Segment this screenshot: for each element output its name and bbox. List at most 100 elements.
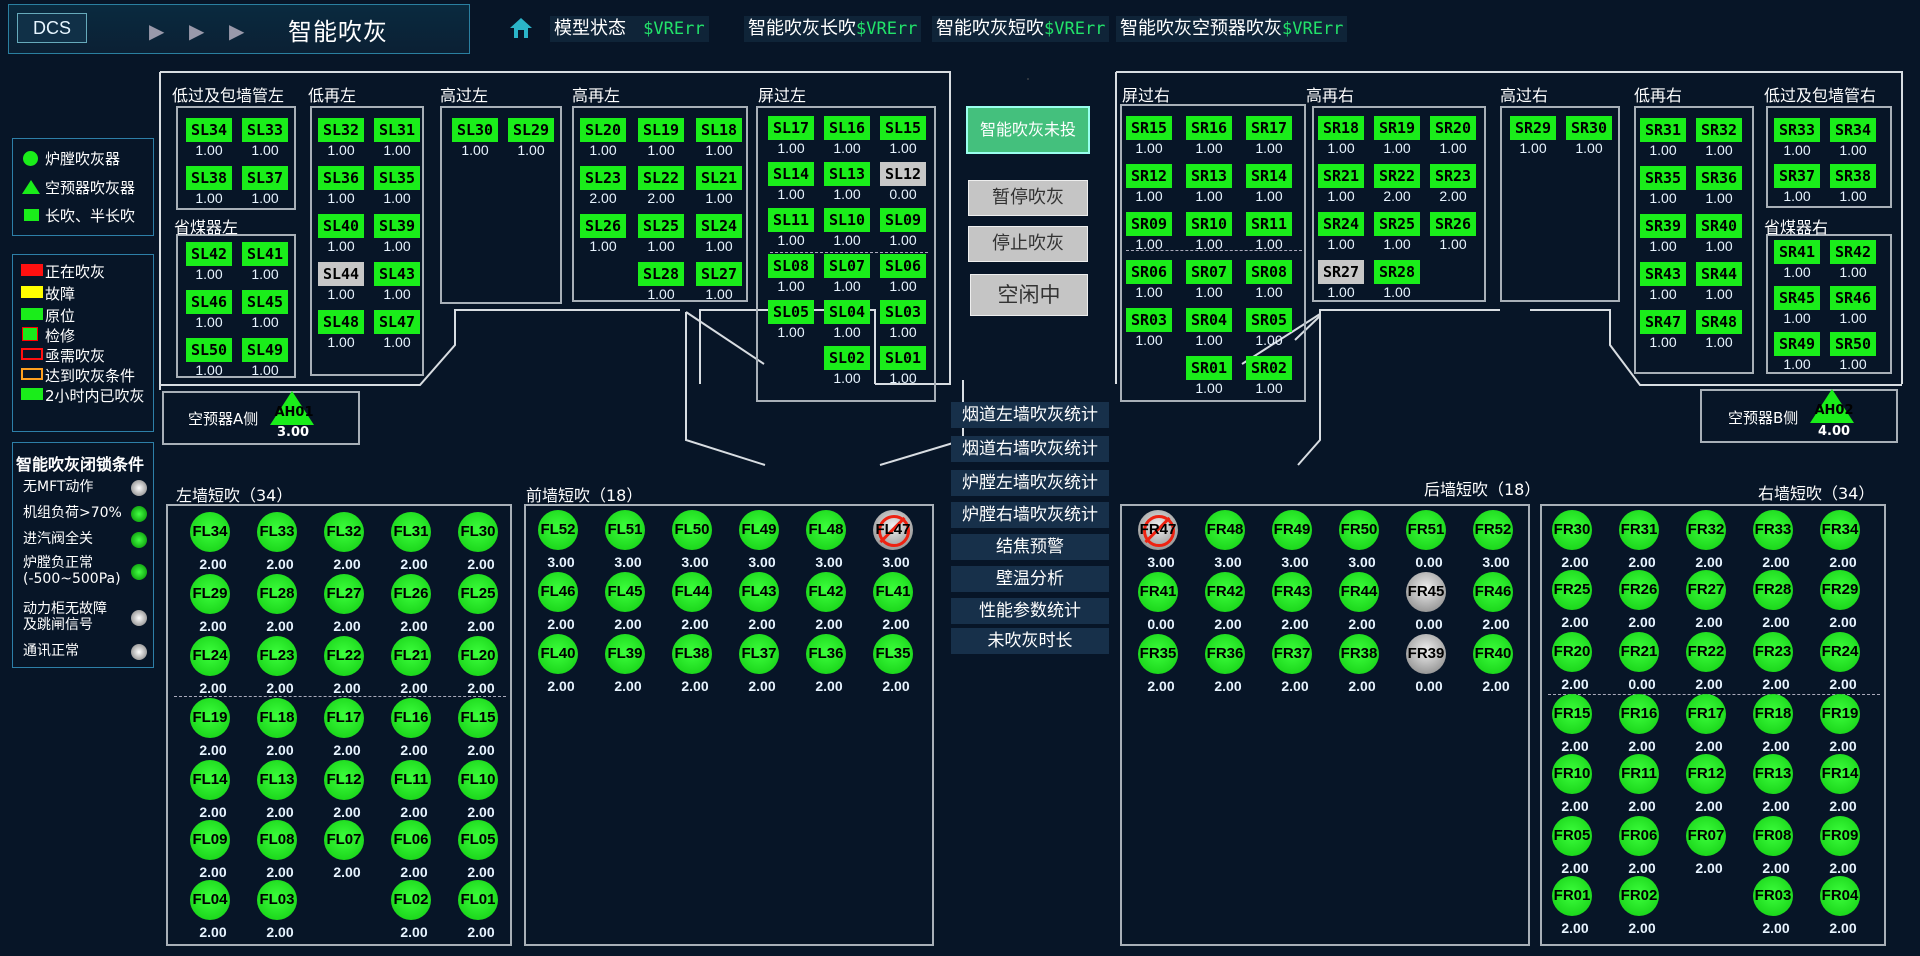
blower-fr36[interactable]: FR36	[1205, 634, 1245, 674]
blower-fl07[interactable]: FL07	[324, 820, 364, 860]
blower-fl44[interactable]: FL44	[672, 572, 712, 612]
pause-blow-button[interactable]: 暂停吹灰	[968, 180, 1088, 216]
blower-sr20[interactable]: SR20	[1430, 116, 1476, 140]
blower-sl44[interactable]: SL44	[318, 262, 364, 286]
blower-sr36[interactable]: SR36	[1696, 166, 1742, 190]
blower-fl11[interactable]: FL11	[391, 760, 431, 800]
blower-fr17[interactable]: FR17	[1686, 694, 1726, 734]
blower-sr17[interactable]: SR17	[1246, 116, 1292, 140]
blower-fr47[interactable]: FR47	[1138, 510, 1178, 550]
blower-sl08[interactable]: SL08	[768, 254, 814, 278]
blower-sr14[interactable]: SR14	[1246, 164, 1292, 188]
blower-fr23[interactable]: FR23	[1753, 632, 1793, 672]
blower-fr28[interactable]: FR28	[1753, 570, 1793, 610]
blower-sl39[interactable]: SL39	[374, 214, 420, 238]
blower-fl49[interactable]: FL49	[739, 510, 779, 550]
blower-fr16[interactable]: FR16	[1619, 694, 1659, 734]
blower-sl46[interactable]: SL46	[186, 290, 232, 314]
blower-fl50[interactable]: FL50	[672, 510, 712, 550]
blower-sl10[interactable]: SL10	[824, 208, 870, 232]
blower-sr43[interactable]: SR43	[1640, 262, 1686, 286]
blower-fr40[interactable]: FR40	[1473, 634, 1513, 674]
blower-sr03[interactable]: SR03	[1126, 308, 1172, 332]
blower-fl21[interactable]: FL21	[391, 636, 431, 676]
blower-sl12[interactable]: SL12	[880, 162, 926, 186]
blower-fl02[interactable]: FL02	[391, 880, 431, 920]
blower-sl49[interactable]: SL49	[242, 338, 288, 362]
blower-sr02[interactable]: SR02	[1246, 356, 1292, 380]
blower-fr48[interactable]: FR48	[1205, 510, 1245, 550]
blower-sr33[interactable]: SR33	[1774, 118, 1820, 142]
blower-fr09[interactable]: FR09	[1820, 816, 1860, 856]
blower-sl28[interactable]: SL28	[638, 262, 684, 286]
blower-sr22[interactable]: SR22	[1374, 164, 1420, 188]
blower-fl36[interactable]: FL36	[806, 634, 846, 674]
blower-sl43[interactable]: SL43	[374, 262, 420, 286]
blower-fl19[interactable]: FL19	[190, 698, 230, 738]
blower-sr09[interactable]: SR09	[1126, 212, 1172, 236]
blower-fl39[interactable]: FL39	[605, 634, 645, 674]
blower-fl20[interactable]: FL20	[458, 636, 498, 676]
blower-sl11[interactable]: SL11	[768, 208, 814, 232]
blower-sl31[interactable]: SL31	[374, 118, 420, 142]
blower-fr46[interactable]: FR46	[1473, 572, 1513, 612]
blower-fl45[interactable]: FL45	[605, 572, 645, 612]
blower-sl21[interactable]: SL21	[696, 166, 742, 190]
blower-sl26[interactable]: SL26	[580, 214, 626, 238]
blower-fr12[interactable]: FR12	[1686, 754, 1726, 794]
blower-fl41[interactable]: FL41	[873, 572, 913, 612]
blower-sr24[interactable]: SR24	[1318, 212, 1364, 236]
blower-sl40[interactable]: SL40	[318, 214, 364, 238]
blower-fl40[interactable]: FL40	[538, 634, 578, 674]
blower-sl09[interactable]: SL09	[880, 208, 926, 232]
blower-fr26[interactable]: FR26	[1619, 570, 1659, 610]
blower-fr24[interactable]: FR24	[1820, 632, 1860, 672]
blower-sl04[interactable]: SL04	[824, 300, 870, 324]
blower-fl10[interactable]: FL10	[458, 760, 498, 800]
blower-sl07[interactable]: SL07	[824, 254, 870, 278]
stat-button-1[interactable]: 烟道右墙吹灰统计	[951, 436, 1109, 462]
blower-fl16[interactable]: FL16	[391, 698, 431, 738]
blower-sr10[interactable]: SR10	[1186, 212, 1232, 236]
blower-sr05[interactable]: SR05	[1246, 308, 1292, 332]
blower-sr50[interactable]: SR50	[1830, 332, 1876, 356]
blower-sl05[interactable]: SL05	[768, 300, 814, 324]
blower-sr15[interactable]: SR15	[1126, 116, 1172, 140]
blower-sl29[interactable]: SL29	[508, 118, 554, 142]
blower-fr08[interactable]: FR08	[1753, 816, 1793, 856]
blower-fl04[interactable]: FL04	[190, 880, 230, 920]
blower-fl47[interactable]: FL47	[873, 510, 913, 550]
blower-sr28[interactable]: SR28	[1374, 260, 1420, 284]
blower-sr29[interactable]: SR29	[1510, 116, 1556, 140]
blower-sr19[interactable]: SR19	[1374, 116, 1420, 140]
blower-sl34[interactable]: SL34	[186, 118, 232, 142]
blower-sr26[interactable]: SR26	[1430, 212, 1476, 236]
blower-sr25[interactable]: SR25	[1374, 212, 1420, 236]
blower-fl17[interactable]: FL17	[324, 698, 364, 738]
blower-sl42[interactable]: SL42	[186, 242, 232, 266]
blower-fr14[interactable]: FR14	[1820, 754, 1860, 794]
smart-blow-status-button[interactable]: 智能吹灰未投	[966, 106, 1090, 154]
blower-fl52[interactable]: FL52	[538, 510, 578, 550]
blower-fr07[interactable]: FR07	[1686, 816, 1726, 856]
blower-fr22[interactable]: FR22	[1686, 632, 1726, 672]
blower-sr39[interactable]: SR39	[1640, 214, 1686, 238]
blower-sr41[interactable]: SR41	[1774, 240, 1820, 264]
blower-sr47[interactable]: SR47	[1640, 310, 1686, 334]
blower-sr13[interactable]: SR13	[1186, 164, 1232, 188]
blower-sl14[interactable]: SL14	[768, 162, 814, 186]
blower-sr49[interactable]: SR49	[1774, 332, 1820, 356]
blower-sr42[interactable]: SR42	[1830, 240, 1876, 264]
blower-fr34[interactable]: FR34	[1820, 510, 1860, 550]
blower-fr49[interactable]: FR49	[1272, 510, 1312, 550]
stat-button-5[interactable]: 壁温分析	[951, 566, 1109, 592]
blower-sl03[interactable]: SL03	[880, 300, 926, 324]
blower-sl20[interactable]: SL20	[580, 118, 626, 142]
blower-sl02[interactable]: SL02	[824, 346, 870, 370]
blower-fl43[interactable]: FL43	[739, 572, 779, 612]
blower-fl22[interactable]: FL22	[324, 636, 364, 676]
blower-fr35[interactable]: FR35	[1138, 634, 1178, 674]
blower-fr13[interactable]: FR13	[1753, 754, 1793, 794]
blower-sl24[interactable]: SL24	[696, 214, 742, 238]
stop-blow-button[interactable]: 停止吹灰	[968, 226, 1088, 262]
